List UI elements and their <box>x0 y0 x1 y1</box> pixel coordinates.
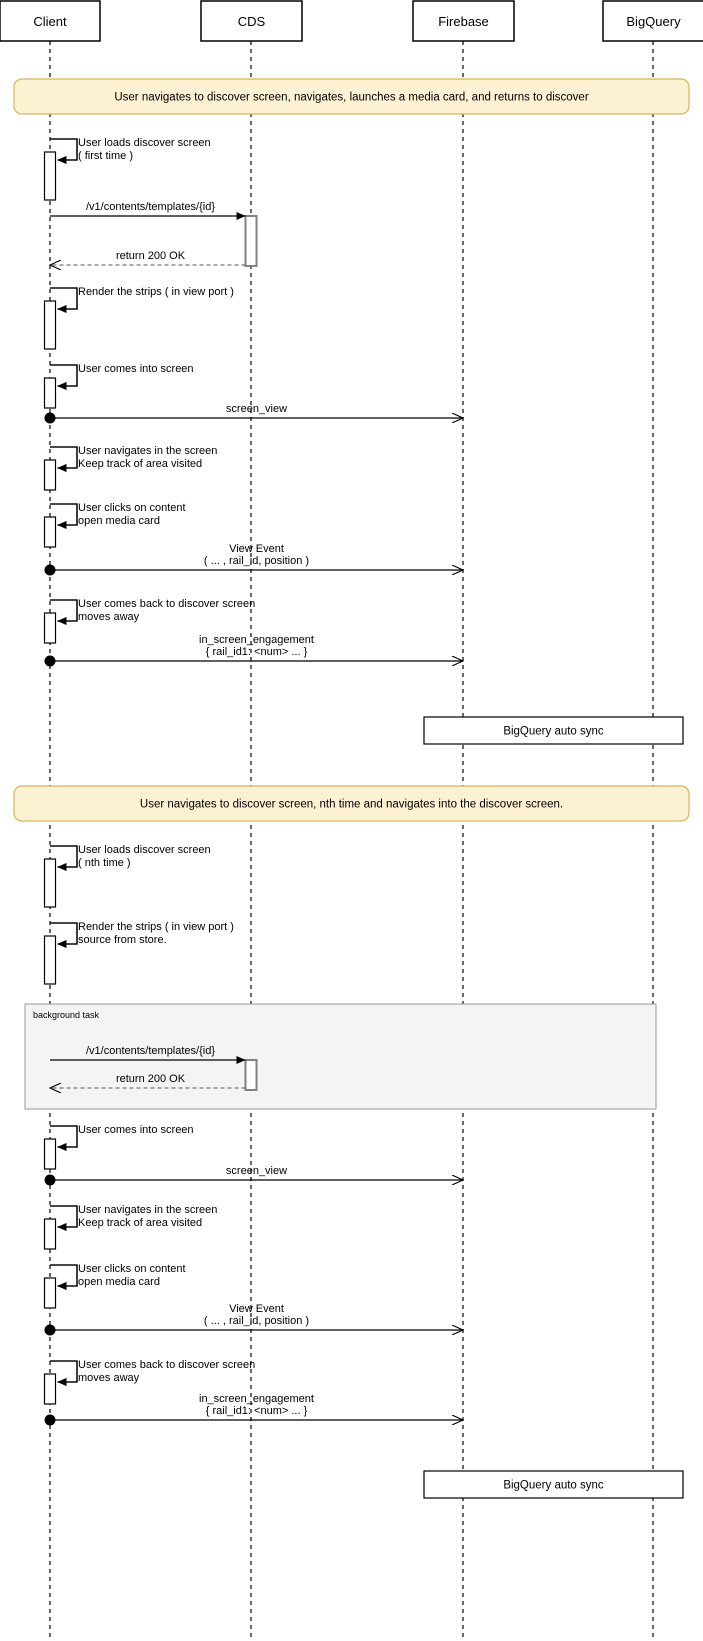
participant-box-client[interactable] <box>0 0 101 42</box>
self-message-label-sm-5-1: open media card <box>78 515 160 527</box>
self-message-label-sm-1-0: User loads discover screen <box>78 137 211 149</box>
fragment-label-background-task: background task <box>33 1010 100 1020</box>
message-label-msg-8-0: screen_view <box>226 1165 287 1177</box>
client-activation-sm-12 <box>43 1373 57 1405</box>
participant-box-firebase[interactable] <box>412 0 515 42</box>
participant-label-bigquery: BigQuery <box>626 14 681 29</box>
message-origin-dot-msg-5 <box>44 655 56 667</box>
self-message-label-sm-7-1: ( nth time ) <box>78 857 131 869</box>
box-label-bigquery-sync-1: BigQuery auto sync <box>503 726 604 738</box>
box-label-bigquery-sync-2: BigQuery auto sync <box>503 1480 604 1492</box>
self-message-label-sm-11-1: open media card <box>78 1276 160 1288</box>
client-activation-sm-3 <box>43 377 57 409</box>
message-label-msg-5-0: in_screen_engagement <box>199 634 314 646</box>
self-message-label-sm-4-0: User navigates in the screen <box>78 445 217 457</box>
self-message-label-sm-3-0: User comes into screen <box>78 363 194 375</box>
message-label-msg-4-1: ( ... , rail_id, position ) <box>204 555 309 567</box>
self-message-label-sm-12-1: moves away <box>78 1372 140 1384</box>
activation-act-cds-2 <box>244 1059 258 1091</box>
client-activation-sm-9 <box>43 1138 57 1170</box>
participant-box-bigquery[interactable] <box>602 0 703 42</box>
participant-label-client: Client <box>33 14 67 29</box>
message-label-msg-9-1: ( ... , rail_id, position ) <box>204 1315 309 1327</box>
participant-box-cds[interactable] <box>200 0 303 42</box>
self-message-label-sm-6-0: User comes back to discover screen <box>78 598 255 610</box>
self-message-arrow-overlay-sm-11 <box>50 1264 78 1290</box>
message-label-msg-5-1: { rail_id1: <num> ... } <box>206 646 308 658</box>
message-label-msg-3-0: screen_view <box>226 403 287 415</box>
self-message-arrow-overlay-sm-8 <box>50 922 78 948</box>
client-activation-sm-1 <box>43 151 57 201</box>
self-message-arrow-overlay-sm-12 <box>50 1360 78 1386</box>
self-message-label-sm-11-0: User clicks on content <box>78 1263 186 1275</box>
self-message-label-sm-6-1: moves away <box>78 611 140 623</box>
message-origin-dot-msg-10 <box>44 1414 56 1426</box>
participant-label-firebase: Firebase <box>438 14 489 29</box>
self-message-label-sm-10-1: Keep track of area visited <box>78 1217 202 1229</box>
client-activation-sm-4 <box>43 459 57 491</box>
self-message-label-sm-5-0: User clicks on content <box>78 502 186 514</box>
client-activation-sm-8 <box>43 935 57 985</box>
self-message-arrow-overlay-sm-6 <box>50 599 78 625</box>
box-bigquery-sync-1 <box>423 716 684 745</box>
message-origin-dot-msg-8 <box>44 1174 56 1186</box>
box-bigquery-sync-2 <box>423 1470 684 1499</box>
message-label-msg-2-0: return 200 OK <box>116 250 186 262</box>
message-label-msg-7-0: return 200 OK <box>116 1073 186 1085</box>
self-message-label-sm-10-0: User navigates in the screen <box>78 1204 217 1216</box>
message-label-msg-4-0: View Event <box>229 543 284 555</box>
client-activation-sm-7 <box>43 858 57 908</box>
message-label-msg-9-0: View Event <box>229 1303 284 1315</box>
self-message-arrow-overlay-sm-5 <box>50 503 78 529</box>
self-message-arrow-overlay-sm-9 <box>50 1125 78 1151</box>
self-message-label-sm-4-1: Keep track of area visited <box>78 458 202 470</box>
message-origin-dot-msg-4 <box>44 564 56 576</box>
self-message-label-sm-7-0: User loads discover screen <box>78 844 211 856</box>
fragment-background-task <box>24 1003 657 1110</box>
activation-act-cds-1 <box>244 215 258 267</box>
note-box-note-2 <box>13 785 690 822</box>
message-label-msg-1-0: /v1/contents/templates/{id} <box>86 201 215 213</box>
self-message-arrow-overlay-sm-2 <box>50 287 78 313</box>
self-message-label-sm-8-1: source from store. <box>78 934 167 946</box>
message-origin-dot-msg-3 <box>44 412 56 424</box>
self-message-arrow-overlay-sm-4 <box>50 446 78 472</box>
participant-label-cds: CDS <box>238 14 266 29</box>
client-activation-sm-11 <box>43 1277 57 1309</box>
self-message-arrow-overlay-sm-10 <box>50 1205 78 1231</box>
self-message-label-sm-9-0: User comes into screen <box>78 1124 194 1136</box>
self-message-arrow-overlay-sm-1 <box>50 138 78 164</box>
client-activation-sm-2 <box>43 300 57 350</box>
self-message-label-sm-12-0: User comes back to discover screen <box>78 1359 255 1371</box>
self-message-label-sm-2-0: Render the strips ( in view port ) <box>78 286 234 298</box>
self-message-label-sm-8-0: Render the strips ( in view port ) <box>78 921 234 933</box>
message-origin-dot-msg-9 <box>44 1324 56 1336</box>
self-message-arrow-overlay-sm-3 <box>50 364 78 390</box>
message-label-msg-10-1: { rail_id1: <num> ... } <box>206 1405 308 1417</box>
message-label-msg-6-0: /v1/contents/templates/{id} <box>86 1045 215 1057</box>
client-activation-sm-5 <box>43 516 57 548</box>
client-activation-sm-10 <box>43 1218 57 1250</box>
client-activation-sm-6 <box>43 612 57 644</box>
note-text-note-1: User navigates to discover screen, navig… <box>114 92 588 104</box>
self-message-label-sm-1-1: ( first time ) <box>78 150 133 162</box>
note-box-note-1 <box>13 78 690 115</box>
note-text-note-2: User navigates to discover screen, nth t… <box>140 799 563 811</box>
message-label-msg-10-0: in_screen_engagement <box>199 1393 314 1405</box>
self-message-arrow-overlay-sm-7 <box>50 845 78 871</box>
